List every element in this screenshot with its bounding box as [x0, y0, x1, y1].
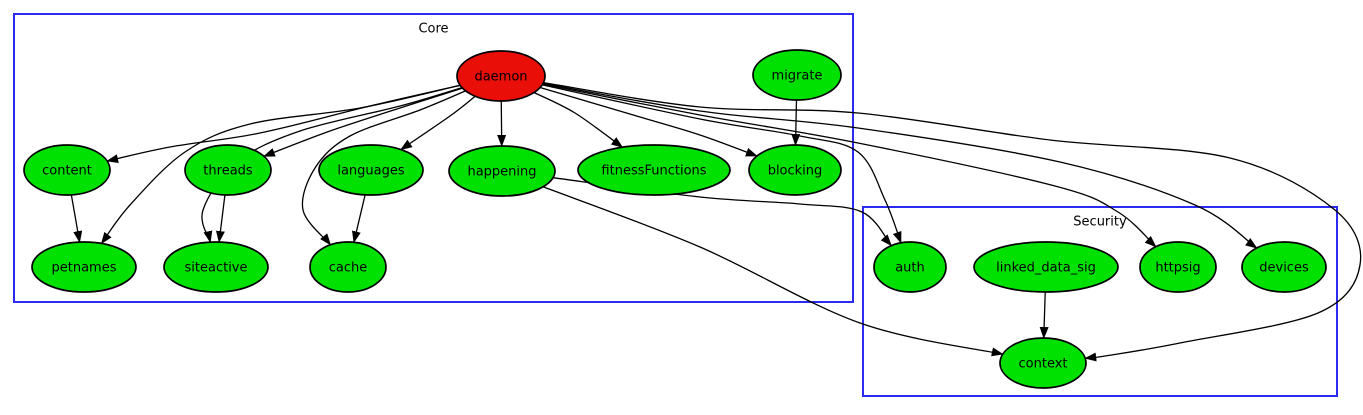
node-cache-label: cache — [329, 261, 368, 276]
node-daemon-shape — [456, 50, 546, 102]
node-fitnessFunctions: fitnessFunctions — [577, 144, 731, 196]
node-cache-shape — [309, 241, 387, 293]
cluster-security: Security — [862, 206, 1338, 397]
node-threads-shape — [184, 144, 272, 196]
node-fitnessFunctions-label: fitnessFunctions — [601, 164, 706, 179]
node-devices-label: devices — [1259, 261, 1309, 276]
node-context-label: context — [1019, 357, 1068, 372]
node-cache: cache — [309, 241, 387, 293]
node-daemon-label: daemon — [474, 70, 527, 85]
node-context-shape — [999, 337, 1087, 389]
edge-daemon-fitnessFunctions — [533, 91, 624, 148]
edge-daemon-languages — [400, 95, 476, 151]
node-siteactive-shape — [163, 241, 269, 293]
node-linked_data_sig-shape — [973, 241, 1119, 293]
node-content-shape — [23, 144, 111, 196]
node-happening-label: happening — [467, 165, 536, 180]
cluster-security-border — [862, 206, 1338, 397]
node-languages-label: languages — [337, 164, 405, 179]
node-blocking-label: blocking — [768, 164, 823, 179]
node-blocking: blocking — [748, 144, 842, 196]
node-content-label: content — [42, 164, 92, 179]
edge-threads-siteactive — [215, 194, 226, 244]
node-threads-label: threads — [203, 164, 253, 179]
node-fitnessFunctions-shape — [577, 144, 731, 196]
edge-daemon-cache — [301, 90, 466, 246]
edge-happening-context — [542, 186, 1004, 357]
node-context: context — [999, 337, 1087, 389]
node-httpsig-label: httpsig — [1155, 261, 1200, 276]
edge-linked_data_sig-context — [1039, 291, 1049, 340]
node-migrate: migrate — [752, 49, 842, 101]
node-auth: auth — [873, 241, 947, 293]
edge-daemon-threads — [262, 87, 463, 157]
node-petnames-label: petnames — [52, 261, 117, 276]
node-siteactive-label: siteactive — [185, 261, 248, 276]
edge-daemon-siteactive — [201, 86, 463, 244]
node-languages: languages — [318, 144, 424, 196]
node-linked_data_sig: linked_data_sig — [973, 241, 1119, 293]
node-auth-label: auth — [895, 261, 925, 276]
node-blocking-shape — [748, 144, 842, 196]
node-migrate-label: migrate — [772, 69, 823, 84]
node-threads: threads — [184, 144, 272, 196]
cluster-core: Core — [13, 13, 854, 303]
node-devices-shape — [1241, 241, 1327, 293]
node-daemon: daemon — [456, 50, 546, 102]
node-httpsig-shape — [1139, 241, 1217, 293]
node-devices: devices — [1241, 241, 1327, 293]
cluster-core-border — [13, 13, 854, 303]
cluster-core-label: Core — [418, 22, 448, 37]
edge-daemon-petnames — [100, 84, 461, 245]
edge-migrate-blocking — [791, 99, 801, 147]
edge-daemon-context — [543, 81, 1362, 362]
edge-content-petnames — [70, 194, 83, 244]
node-petnames: petnames — [31, 241, 137, 293]
edge-languages-cache — [352, 194, 366, 244]
cluster-security-label: Security — [1073, 215, 1127, 230]
node-content: content — [23, 144, 111, 196]
edge-daemon-content — [106, 84, 461, 164]
edge-daemon-httpsig — [542, 83, 1157, 248]
node-migrate-shape — [752, 49, 842, 101]
node-siteactive: siteactive — [163, 241, 269, 293]
node-happening: happening — [448, 145, 556, 197]
node-happening-shape — [448, 145, 556, 197]
node-petnames-shape — [31, 241, 137, 293]
node-linked_data_sig-label: linked_data_sig — [996, 261, 1096, 276]
edge-daemon-devices — [542, 82, 1258, 249]
node-httpsig: httpsig — [1139, 241, 1217, 293]
edge-daemon-blocking — [539, 86, 758, 157]
node-auth-shape — [873, 241, 947, 293]
node-languages-shape — [318, 144, 424, 196]
